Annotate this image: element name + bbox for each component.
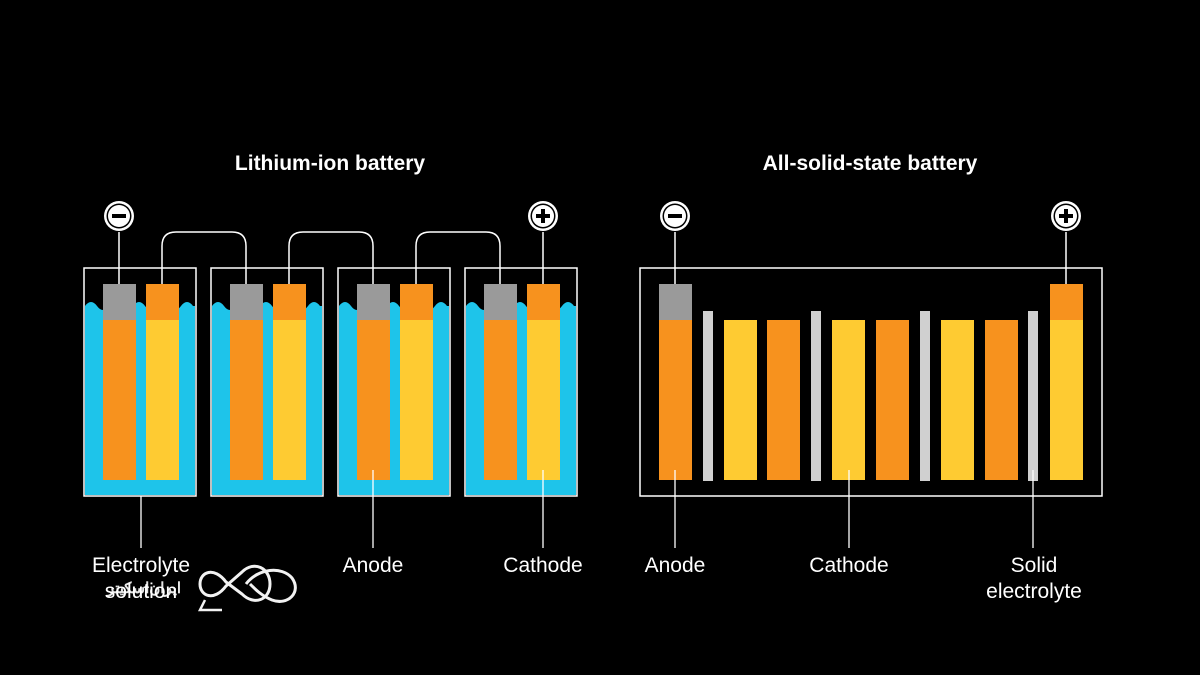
- anode-plate: [103, 320, 136, 480]
- electrolyte-label-line2: solution: [104, 580, 178, 603]
- cell-3: [337, 267, 451, 497]
- anode-label-left: Anode: [342, 554, 404, 577]
- solid-electrolyte-layer: [1028, 311, 1038, 481]
- anode-plate: [659, 320, 692, 480]
- solid-label-line2: electrolyte: [986, 580, 1082, 603]
- cell-outline: [464, 267, 578, 497]
- plus-icon: [528, 201, 558, 231]
- anode-plate: [484, 320, 517, 480]
- solid-electrolyte-layer: [920, 311, 930, 481]
- anode-label-right: Anode: [644, 554, 706, 577]
- watermark-logo-icon: [197, 564, 297, 612]
- cathode-label-left: Cathode: [503, 554, 583, 577]
- watermark-text: ایران‌اسکیتر: [106, 580, 182, 597]
- cell-4: [464, 267, 578, 497]
- cathode-label-right: Cathode: [809, 554, 889, 577]
- minus-icon: [104, 201, 134, 231]
- anode-plate: [767, 320, 800, 480]
- cathode-plate: [146, 320, 179, 480]
- cathode-terminal: [400, 284, 433, 320]
- cathode-plate: [941, 320, 974, 480]
- cathode-plate: [527, 320, 560, 480]
- solid-electrolyte-label: Solid electrolyte: [970, 553, 1098, 605]
- cathode-terminal: [527, 284, 560, 320]
- cell-outline: [83, 267, 197, 497]
- cell-outline: [639, 267, 1103, 497]
- cell-outline: [210, 267, 324, 497]
- wire-3-4: [415, 231, 501, 284]
- solid-electrolyte-layer: [703, 311, 713, 481]
- wire-2-3: [288, 231, 374, 284]
- cell-outline: [337, 267, 451, 497]
- electrolyte-label-line1: Electrolyte: [91, 554, 191, 577]
- anode-plate: [876, 320, 909, 480]
- cathode-plate: [400, 320, 433, 480]
- cathode-terminal: [273, 284, 306, 320]
- anode-plate: [230, 320, 263, 480]
- plus-icon: [1051, 201, 1081, 231]
- cathode-plate: [832, 320, 865, 480]
- solid-electrolyte-layer: [811, 311, 821, 481]
- series-wires: [161, 231, 501, 284]
- anode-plate: [357, 320, 390, 480]
- cathode-terminal: [1050, 284, 1083, 320]
- anode-terminal: [230, 284, 263, 320]
- anode-plate: [985, 320, 1018, 480]
- cathode-plate: [724, 320, 757, 480]
- solid-state-diagram: [639, 201, 1103, 548]
- minus-icon: [660, 201, 690, 231]
- anode-terminal: [103, 284, 136, 320]
- cell-2: [210, 267, 324, 497]
- solid-state-title: All-solid-state battery: [762, 152, 978, 175]
- anode-terminal: [659, 284, 692, 320]
- lithium-ion-title: Lithium-ion battery: [234, 152, 426, 175]
- solid-label-line1: Solid: [1010, 554, 1058, 577]
- cathode-terminal: [146, 284, 179, 320]
- anode-terminal: [484, 284, 517, 320]
- wire-1-2: [161, 231, 247, 284]
- anode-terminal: [357, 284, 390, 320]
- lithium-ion-diagram: [83, 201, 578, 548]
- electrolyte-solution-label: Electrolyte solution: [82, 553, 200, 605]
- cathode-plate: [273, 320, 306, 480]
- cell-1: [83, 267, 197, 497]
- cathode-plate: [1050, 320, 1083, 480]
